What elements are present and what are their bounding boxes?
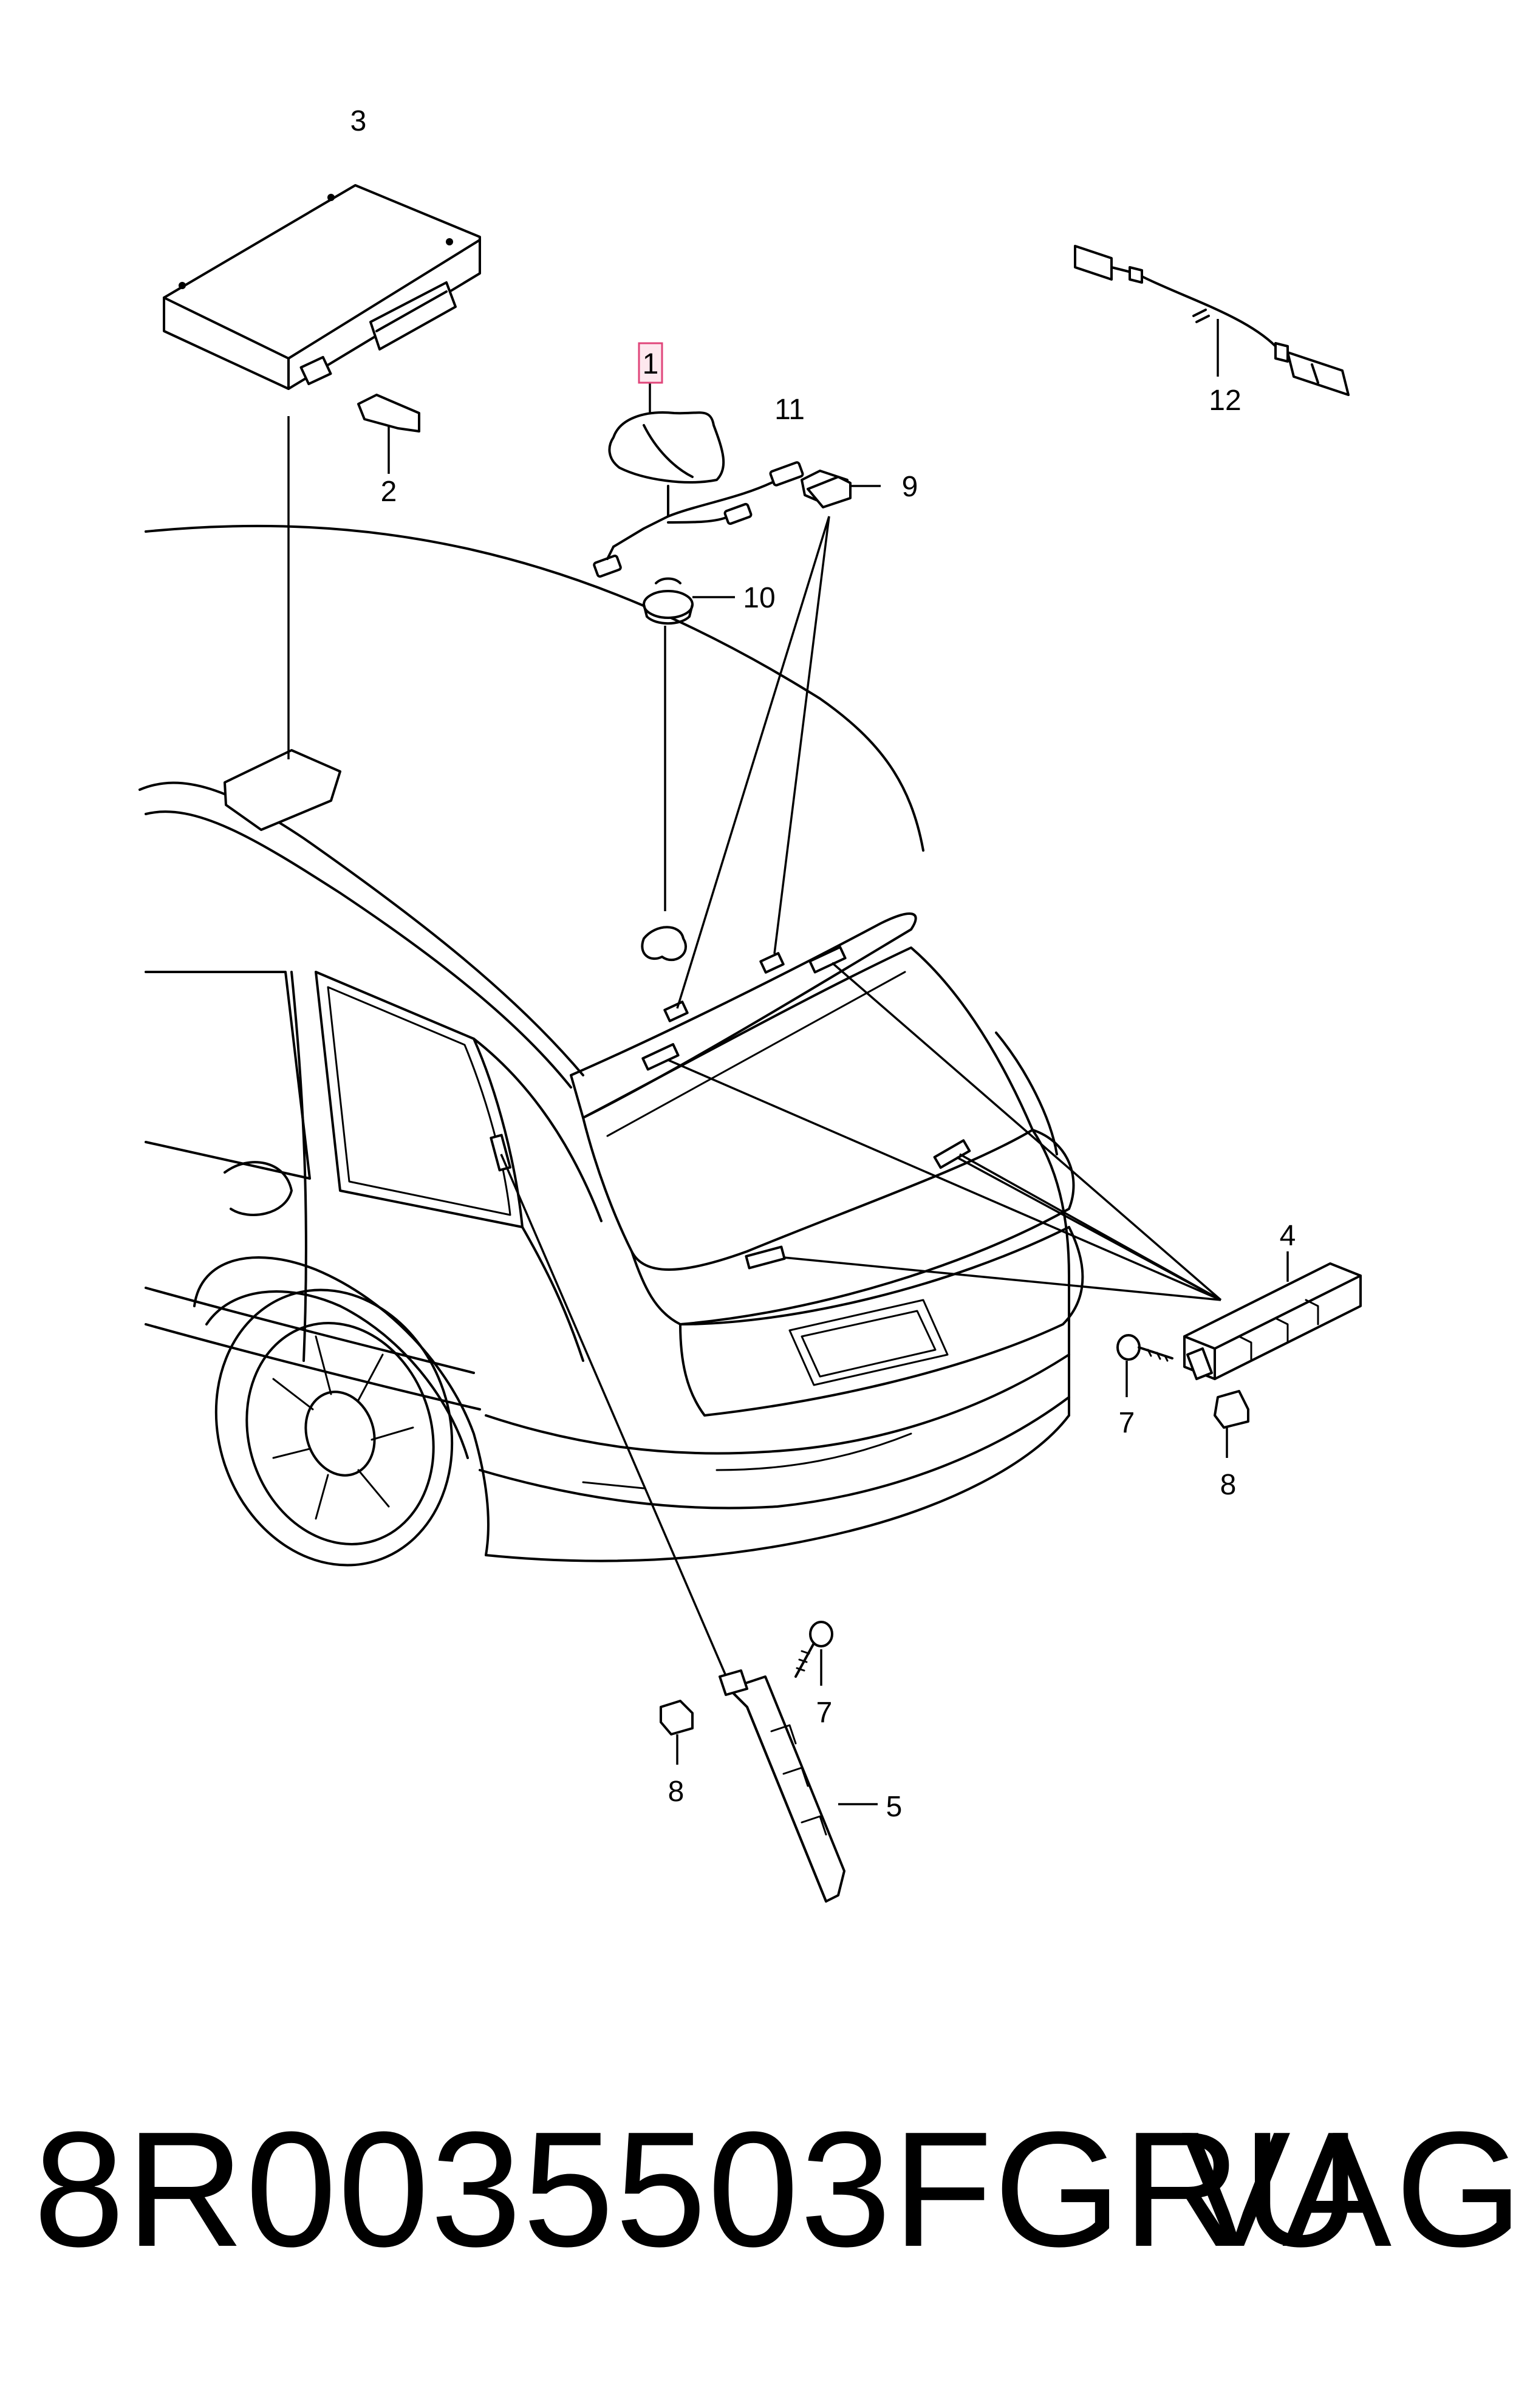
connector-part-9 [807,476,852,508]
roof-opening [224,749,341,831]
leader-lines [287,416,1222,1683]
antenna-amplifier-lower [719,1669,845,1903]
part-number: 8R0035503FGRU [33,2098,1362,2281]
clip-part-8-right [1214,1390,1249,1429]
callout-labels: 1 2 3 4 5 7 7 8 8 9 10 11 12 [350,105,1296,1823]
screw-part-7-lower [794,1621,833,1678]
callout-8-lower: 8 [668,1776,685,1808]
callout-4: 4 [1280,1220,1296,1252]
callout-7-lower: 7 [816,1697,833,1729]
callout-10: 10 [743,582,775,614]
grommet-part-10 [643,577,694,625]
cable-part-12 [1074,245,1350,396]
bracket-part-2 [357,394,420,433]
control-unit-box [163,184,481,390]
car-body-outline [138,524,1084,1567]
callout-8-right: 8 [1220,1469,1237,1501]
brand-name: VAG [1181,2098,1513,2281]
screw-part-7-right [1116,1334,1173,1362]
callout-7-right: 7 [1119,1407,1135,1439]
antenna-amplifier-right [1183,1262,1362,1380]
callout-3: 3 [350,105,367,137]
callout-5: 5 [886,1791,903,1823]
callout-1-highlight [638,342,663,384]
callout-2: 2 [381,476,397,508]
roof-antenna-assembly [593,411,849,578]
antenna-mount-hole [641,926,688,962]
callout-9: 9 [902,471,918,503]
callout-1: 1 [643,348,659,380]
clip-part-8-lower [660,1700,694,1736]
window-antenna-pads [490,946,971,1270]
callout-12: 12 [1209,385,1241,417]
callout-11: 11 [774,394,805,426]
